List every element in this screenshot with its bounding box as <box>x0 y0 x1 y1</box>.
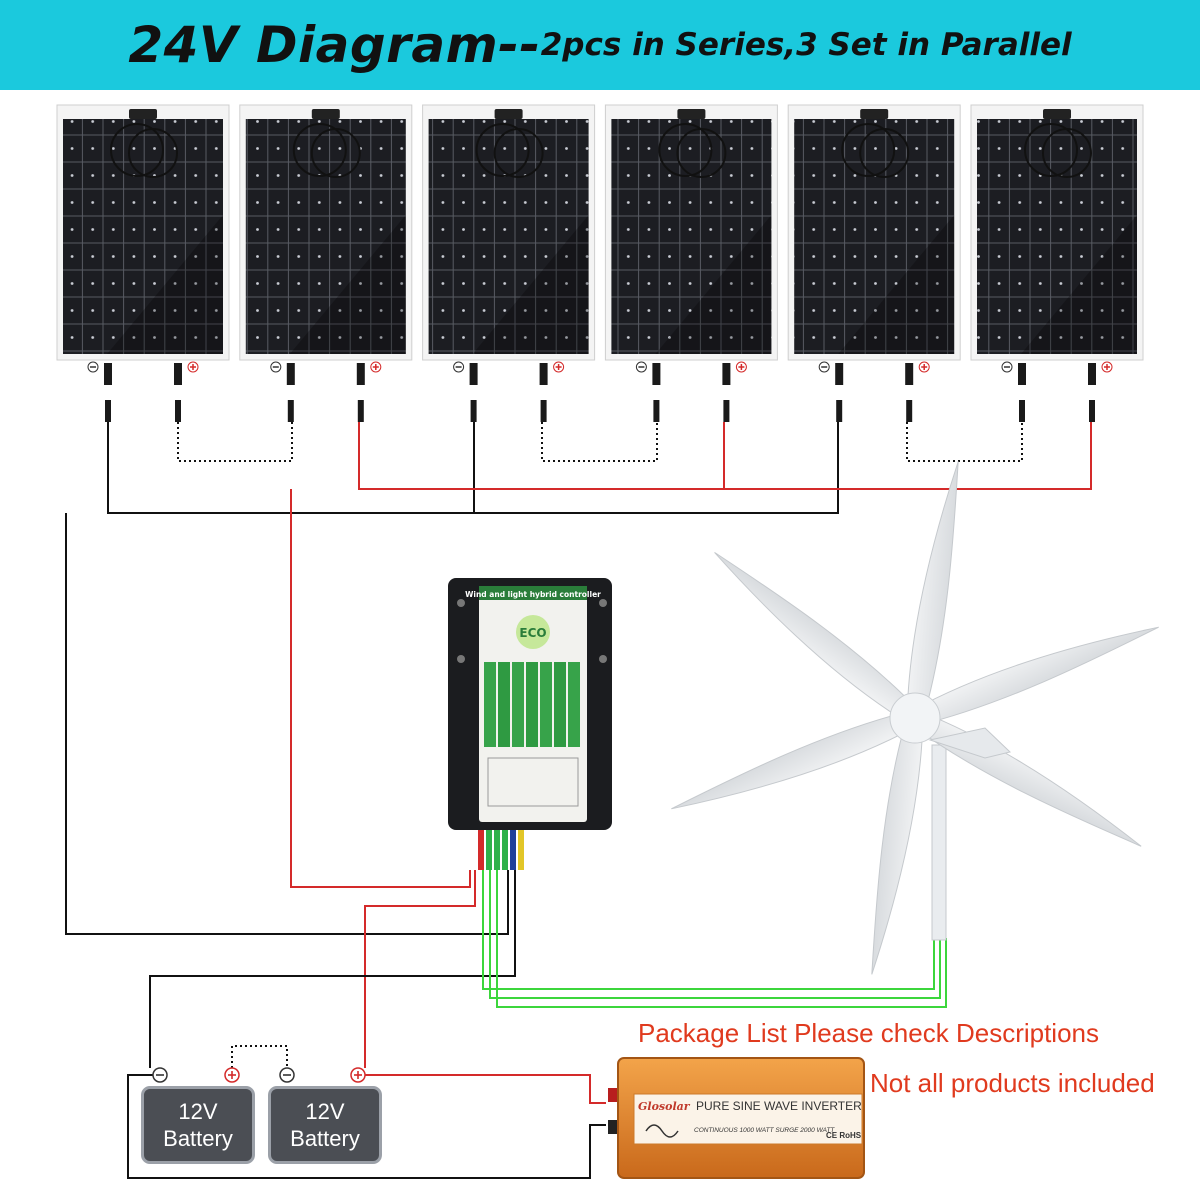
controller-header: Wind and light hybrid controller <box>465 590 601 599</box>
mc4-connector-icon <box>105 400 111 422</box>
mc4-connector-icon <box>539 363 548 385</box>
not-all-note: Not all products included <box>870 1068 1155 1098</box>
mc4-connector-icon <box>835 363 844 385</box>
mc4-connector-icon <box>1088 363 1096 385</box>
inverter-negative-lead <box>127 1074 606 1179</box>
wind-wire-2 <box>489 870 941 999</box>
solar-panel-icon <box>239 104 413 422</box>
battery-negative-lead <box>149 870 516 1068</box>
turbine-blade-icon <box>714 551 921 725</box>
mc4-connector-icon <box>287 400 294 422</box>
title-banner: 24V Diagram-- 2pcs in Series,3 Set in Pa… <box>0 0 1200 90</box>
solar-panels <box>56 104 1144 422</box>
series-link-1 <box>177 422 293 462</box>
solar-panel-icon <box>970 104 1144 422</box>
mc4-connector-icon <box>104 363 112 385</box>
mc4-connector-icon <box>906 400 913 422</box>
solar-panel-icon <box>56 104 230 422</box>
wind-turbine-icon <box>671 461 1159 975</box>
positive-to-controller <box>290 489 471 888</box>
battery-positive-lead <box>364 870 476 1068</box>
title-main: 24V Diagram-- <box>128 16 541 74</box>
battery-2-voltage: 12V <box>305 1099 345 1124</box>
inverter-brand: Glosolar <box>638 1100 691 1113</box>
inverter-spec: CONTINUOUS 1000 WATT SURGE 2000 WATT <box>694 1127 835 1134</box>
series-link-2 <box>541 422 658 462</box>
inverter-positive-lead <box>357 1074 606 1104</box>
mc4-connector-icon <box>1019 400 1025 422</box>
solar-panel-icon <box>787 104 961 422</box>
charge-controller-icon: Wind and light hybrid controller ECO <box>448 578 612 870</box>
battery-2: 12V Battery <box>268 1086 382 1164</box>
mc4-connector-icon <box>653 400 660 422</box>
series-link-3 <box>906 422 1023 462</box>
mc4-connector-icon <box>357 400 364 422</box>
mc4-connector-icon <box>540 400 547 422</box>
mc4-connector-icon <box>905 363 914 385</box>
turbine-blade-icon <box>871 716 924 975</box>
turbine-blade-icon <box>671 709 919 810</box>
turbine-blade-icon <box>906 461 959 720</box>
package-note: Package List Please check Descriptions <box>638 1018 1100 1048</box>
mc4-connector-icon <box>175 400 181 422</box>
sine-wave-icon <box>645 1124 679 1138</box>
solar-panel-icon <box>422 104 596 422</box>
battery-1-voltage: 12V <box>178 1099 218 1124</box>
wind-wire-1 <box>482 870 935 990</box>
mc4-connector-icon <box>723 400 730 422</box>
mc4-connector-icon <box>1018 363 1026 385</box>
battery-1: 12V Battery <box>141 1086 255 1164</box>
mc4-connector-icon <box>722 363 731 385</box>
negative-to-controller <box>65 513 509 935</box>
controller-logo: ECO <box>519 626 546 640</box>
mc4-connector-icon <box>174 363 182 385</box>
mc4-connector-icon <box>836 400 843 422</box>
mc4-connector-icon <box>470 400 477 422</box>
battery-2-label: Battery <box>290 1126 360 1151</box>
battery-series-link <box>231 1045 288 1068</box>
mc4-connector-icon <box>469 363 478 385</box>
inverter-icon: Glosolar PURE SINE WAVE INVERTER CONTINU… <box>608 1057 865 1179</box>
mc4-connector-icon <box>652 363 661 385</box>
title-sub: 2pcs in Series,3 Set in Parallel <box>540 27 1072 63</box>
battery-1-label: Battery <box>163 1126 233 1151</box>
wires <box>65 422 1092 1179</box>
turbine-blade-icon <box>911 626 1159 727</box>
mc4-connector-icon <box>356 363 365 385</box>
battery-terminals <box>152 1067 366 1083</box>
inverter-title: PURE SINE WAVE INVERTER <box>696 1099 862 1113</box>
solar-panel-icon <box>604 104 778 422</box>
mc4-connector-icon <box>1089 400 1095 422</box>
inverter-marks: CE RoHS <box>826 1131 862 1140</box>
mc4-connector-icon <box>286 363 295 385</box>
wind-wire-3 <box>496 870 947 1008</box>
